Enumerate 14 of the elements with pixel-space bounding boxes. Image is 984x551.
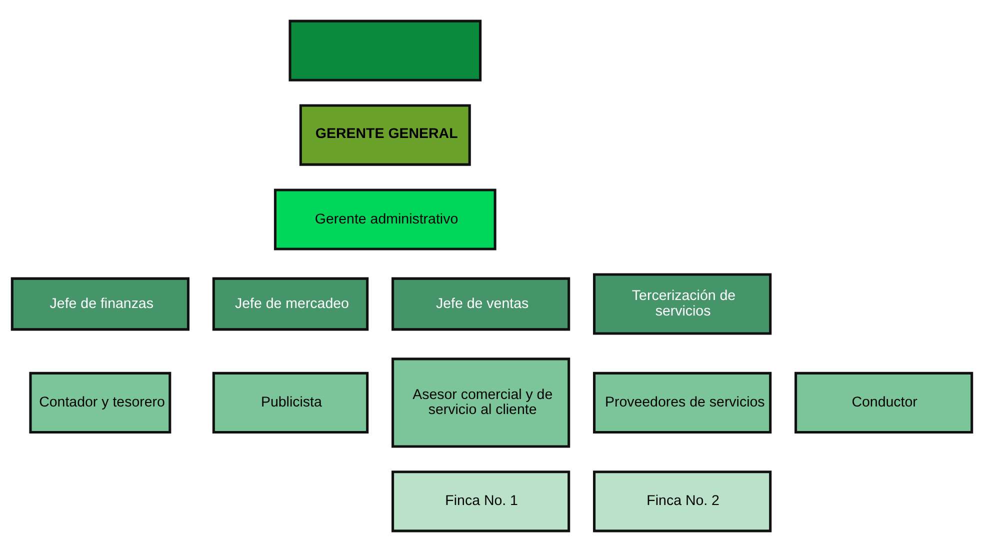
node-box: Jefe de finanzas <box>10 276 190 330</box>
node-box: Proveedores de servicios <box>593 371 772 433</box>
node-box: Contador y tesorero <box>29 371 172 433</box>
node-box: Jefe de ventas <box>392 276 570 330</box>
node-box <box>288 19 482 81</box>
node-box: Tercerización de servicios <box>593 272 772 334</box>
node-box: Jefe de mercadeo <box>212 276 369 330</box>
node-box: Asesor comercial y de servicio al cliente <box>392 357 570 448</box>
node-box: GERENTE GENERAL <box>299 104 471 166</box>
node-box: Gerente administrativo <box>274 188 496 250</box>
node-box: Finca No. 2 <box>593 470 772 532</box>
node-box: Publicista <box>212 371 369 433</box>
node-box: Finca No. 1 <box>392 470 570 532</box>
node-box: Conductor <box>794 371 974 433</box>
